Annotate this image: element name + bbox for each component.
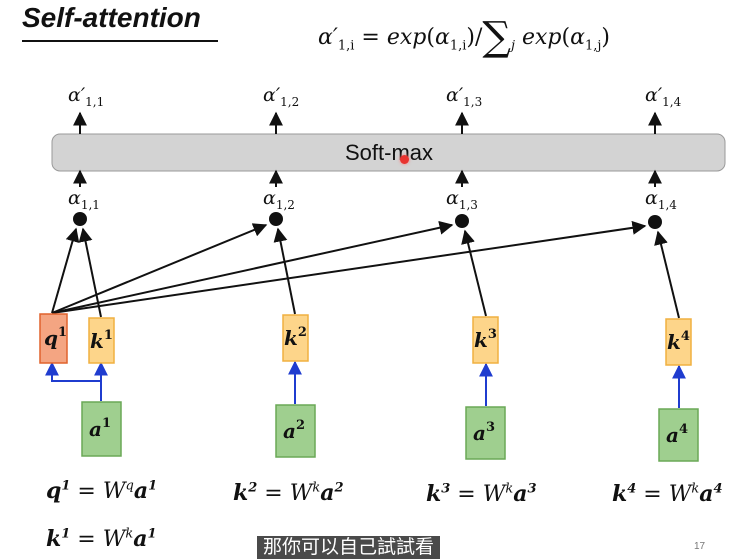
key-box-2-label: k2	[284, 325, 307, 350]
formula-sum-index: j	[510, 38, 515, 54]
softmax-label: Soft-max	[345, 140, 433, 165]
formula-exp1: exp	[386, 25, 427, 50]
score-node-3	[455, 214, 469, 228]
formula-slash: /	[474, 25, 483, 50]
key-box-1-label: k1	[90, 328, 113, 353]
key-box-4-label: k4	[667, 329, 690, 354]
score-label-1: α1,1	[68, 187, 100, 212]
input-box-2-rect	[275, 404, 316, 458]
output-arrows	[73, 111, 662, 134]
score-nodes	[73, 212, 662, 229]
query-box-rect	[39, 313, 68, 364]
formula-arg2-sub: 1,j	[584, 38, 602, 54]
key-box-2-rect	[282, 314, 309, 362]
key-box-1-rect	[88, 317, 115, 364]
formula-sigma: ∑	[482, 14, 511, 60]
key-box-4-rect	[665, 318, 692, 366]
score-node-2	[269, 212, 283, 226]
blue-input-arrows	[45, 360, 686, 408]
output-label-2: α′1,2	[263, 84, 299, 109]
input-box-4-label: a4	[666, 422, 688, 447]
score-label-3: α1,3	[446, 187, 478, 212]
video-subtitle: 那你可以自己試試看	[257, 536, 441, 559]
output-label-4: α′1,4	[645, 84, 682, 109]
k2-to-alpha12-arrow	[273, 227, 296, 315]
q1-to-alpha13-arrow	[51, 220, 454, 314]
slide-title: Self-attention	[22, 2, 201, 33]
output-labels: α′1,1 α′1,2 α′1,3 α′1,4	[68, 84, 682, 109]
equation-k2: k2 = Wka2	[233, 480, 344, 506]
k4-to-alpha14-arrow	[654, 230, 680, 319]
key-box-3-rect	[472, 316, 499, 364]
input-box-3-label: a3	[473, 420, 495, 445]
input-box-1-label: a1	[89, 416, 111, 441]
title-underline	[22, 40, 218, 42]
formula-lhs: α′	[318, 25, 338, 50]
softmax-bar	[51, 133, 726, 172]
formula-equals: =	[361, 25, 380, 50]
output-label-1: α′1,1	[68, 84, 104, 109]
key-box-3-label: k3	[474, 327, 497, 352]
key-boxes: k1 k2 k3 k4	[88, 314, 692, 366]
k3-to-alpha13-arrow	[461, 229, 487, 317]
equation-k1: k1 = Wka1	[46, 526, 157, 552]
score-node-1	[73, 212, 87, 226]
a1-to-q1-arrow	[45, 361, 102, 401]
output-label-3: α′1,3	[446, 84, 482, 109]
formula-lhs-sub: 1,i	[337, 38, 355, 54]
q1-to-alpha14-arrow	[51, 220, 647, 314]
input-box-2-label: a2	[283, 418, 305, 443]
pointer-dot	[400, 155, 409, 164]
score-labels: α1,1 α1,2 α1,3 α1,4	[68, 187, 677, 212]
score-label-2: α1,2	[263, 187, 295, 212]
query-box: q1	[39, 313, 68, 364]
q1-to-alpha12-arrow	[51, 223, 268, 314]
score-label-4: α1,4	[645, 187, 677, 212]
input-boxes: a1 a2 a3 a4	[81, 401, 699, 462]
formula-exp2: exp	[522, 25, 562, 50]
formula-arg2: α	[570, 25, 585, 50]
query-box-label: q1	[44, 325, 67, 350]
page-number: 17	[694, 541, 706, 552]
input-box-4-rect	[658, 408, 699, 462]
score-node-4	[648, 215, 662, 229]
attention-arrows	[51, 220, 680, 319]
equation-k4: k4 = Wka4	[612, 481, 723, 507]
input-box-3-rect	[465, 406, 506, 460]
formula-arg1-sub: 1,i	[449, 38, 467, 54]
equation-k3: k3 = Wka3	[426, 481, 537, 507]
score-arrows	[73, 169, 662, 187]
q1-to-alpha11-arrow	[51, 227, 80, 314]
equation-q1: q1 = Wqa1	[46, 478, 158, 504]
input-box-1-rect	[81, 401, 122, 457]
formula-arg1: α	[434, 25, 450, 50]
softmax-formula: α′1,i = exp(α1,i)/∑j exp(α1,j)	[318, 14, 610, 60]
